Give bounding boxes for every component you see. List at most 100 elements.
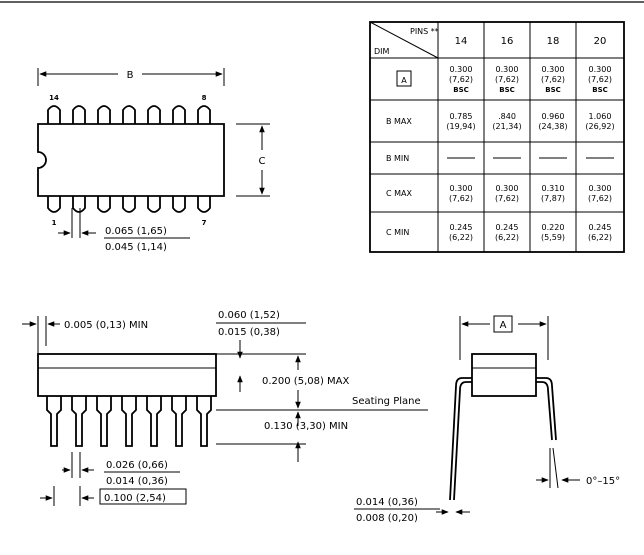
table-header-dim: DIM [374, 47, 390, 56]
table-cell-text: (7,87) [541, 194, 565, 203]
top-pin-upper-12 [97, 105, 111, 124]
pitch-text: 0.100 (2,54) [104, 493, 166, 504]
pin7-label: 7 [202, 219, 207, 227]
table-header-diagonal [369, 21, 439, 59]
pin-width-max: 0.065 (1,65) [105, 226, 167, 237]
table-cell-text: BSC [592, 86, 608, 94]
table-cell-text: 0.300 [589, 184, 612, 193]
table-cell-text: .840 [498, 112, 516, 121]
table-grid [370, 22, 624, 252]
table-row-label: A [401, 76, 407, 85]
table-cell-text: (19,94) [446, 122, 475, 131]
top-pin-lower-1 [47, 196, 61, 213]
side-view: 0.005 (0,13) MIN 0.060 (1,52) 0.015 (0,3… [22, 310, 428, 506]
package-body-top [37, 123, 225, 197]
table-row-label-box [396, 70, 412, 87]
lead-width-max-text: 0.026 (0,66) [106, 460, 168, 471]
table-row-label: B MAX [386, 117, 412, 126]
end-lead-left-inner [453, 381, 472, 501]
shoulder-min-text: 0.015 (0,38) [218, 327, 280, 338]
lead-thk-max-text: 0.014 (0,36) [356, 497, 418, 508]
top-pin-upper-10 [147, 105, 161, 124]
side-leads [46, 396, 212, 447]
top-pin-upper-13 [72, 105, 86, 124]
top-pin-lower-5 [147, 196, 161, 213]
table-border [369, 21, 625, 253]
table-cell-text: BSC [545, 86, 561, 94]
table-cell-text: (5,59) [541, 233, 565, 242]
pin14-label: 14 [49, 94, 59, 102]
top-pin-lower-2 [72, 196, 86, 213]
table-cell-text: 0.300 [542, 65, 565, 74]
pin8-label: 8 [202, 94, 207, 102]
table-cell-text: (24,38) [538, 122, 567, 131]
table-cell-text: 0.220 [542, 223, 565, 232]
table-cell-text: 0.785 [450, 112, 473, 121]
table-header-pins: PINS ** [410, 27, 439, 36]
table-cell-text: 0.310 [542, 184, 565, 193]
pin-width-min: 0.045 (1,14) [105, 242, 167, 253]
top-pin-lower-7 [197, 196, 211, 213]
angle-ref-lead [552, 447, 559, 489]
side-lead-3 [96, 396, 112, 447]
table-cell-text: 0.300 [450, 184, 473, 193]
table-row-label: C MIN [386, 228, 409, 237]
end-lead-right-inner [536, 381, 553, 441]
table-cell-text: 0.300 [450, 65, 473, 74]
table-col-header: 20 [594, 36, 607, 47]
top-pin-upper-11 [122, 105, 136, 124]
top-pin-upper-8 [197, 105, 211, 124]
seating-plane-label: Seating Plane [352, 396, 421, 407]
shoulder-max-text: 0.060 (1,52) [218, 310, 280, 321]
dim-b-label: B [127, 70, 134, 81]
table-cell-text: (7,62) [449, 75, 473, 84]
table-cell-text: (7,62) [495, 75, 519, 84]
dim-c-label: C [259, 156, 266, 167]
lead-thk-min-text: 0.008 (0,20) [356, 513, 418, 524]
lead-length-min-text: 0.130 (3,30) MIN [264, 421, 348, 432]
top-pin-lower-4 [122, 196, 136, 213]
side-lead-6 [171, 396, 187, 447]
table-cell-text: (6,22) [588, 233, 612, 242]
side-lead-7 [196, 396, 212, 447]
top-pin-upper-14 [47, 105, 61, 124]
top-view: B 14 8 C 1 7 0.065 (1,65) 0.045 (1,14) [37, 68, 270, 253]
table-cell-text: (7,62) [588, 194, 612, 203]
top-pin-upper-9 [172, 105, 186, 124]
table-cell-text: 0.300 [496, 65, 519, 74]
pin1-label: 1 [52, 219, 57, 227]
table-cell-text: (21,34) [492, 122, 521, 131]
table-cell-text: 0.960 [542, 112, 565, 121]
table-cell-text: (26,92) [585, 122, 614, 131]
table-col-header: 14 [455, 36, 468, 47]
dim-a-box [493, 315, 513, 333]
top-pins-lower [47, 196, 211, 213]
table-row-label: C MAX [386, 189, 413, 198]
table-cell-text: (6,22) [449, 233, 473, 242]
side-lead-1 [46, 396, 62, 447]
end-lead-left-outer [449, 377, 472, 501]
table-cell-text: (6,22) [495, 233, 519, 242]
table-cell-text: BSC [453, 86, 469, 94]
top-pins-upper [47, 105, 211, 124]
table-cell-text: (7,62) [495, 194, 519, 203]
lead-angle-text: 0°–15° [586, 476, 620, 487]
side-lead-2 [71, 396, 87, 447]
table-cell-text: (7,62) [541, 75, 565, 84]
table-cell-text: 0.245 [496, 223, 519, 232]
table-col-header: 16 [501, 36, 514, 47]
table-cell-text: (7,62) [588, 75, 612, 84]
table-cell-text: 0.245 [450, 223, 473, 232]
table-cell-text: BSC [499, 86, 515, 94]
table-row-label: B MIN [386, 154, 409, 163]
table-cell-text: 0.300 [589, 65, 612, 74]
top-pin-lower-3 [97, 196, 111, 213]
table-cell-text: 0.245 [589, 223, 612, 232]
top-pin-lower-6 [172, 196, 186, 213]
table-col-header: 18 [547, 36, 560, 47]
table-cell-text: 1.060 [589, 112, 612, 121]
end-lead-right-outer [536, 377, 557, 441]
